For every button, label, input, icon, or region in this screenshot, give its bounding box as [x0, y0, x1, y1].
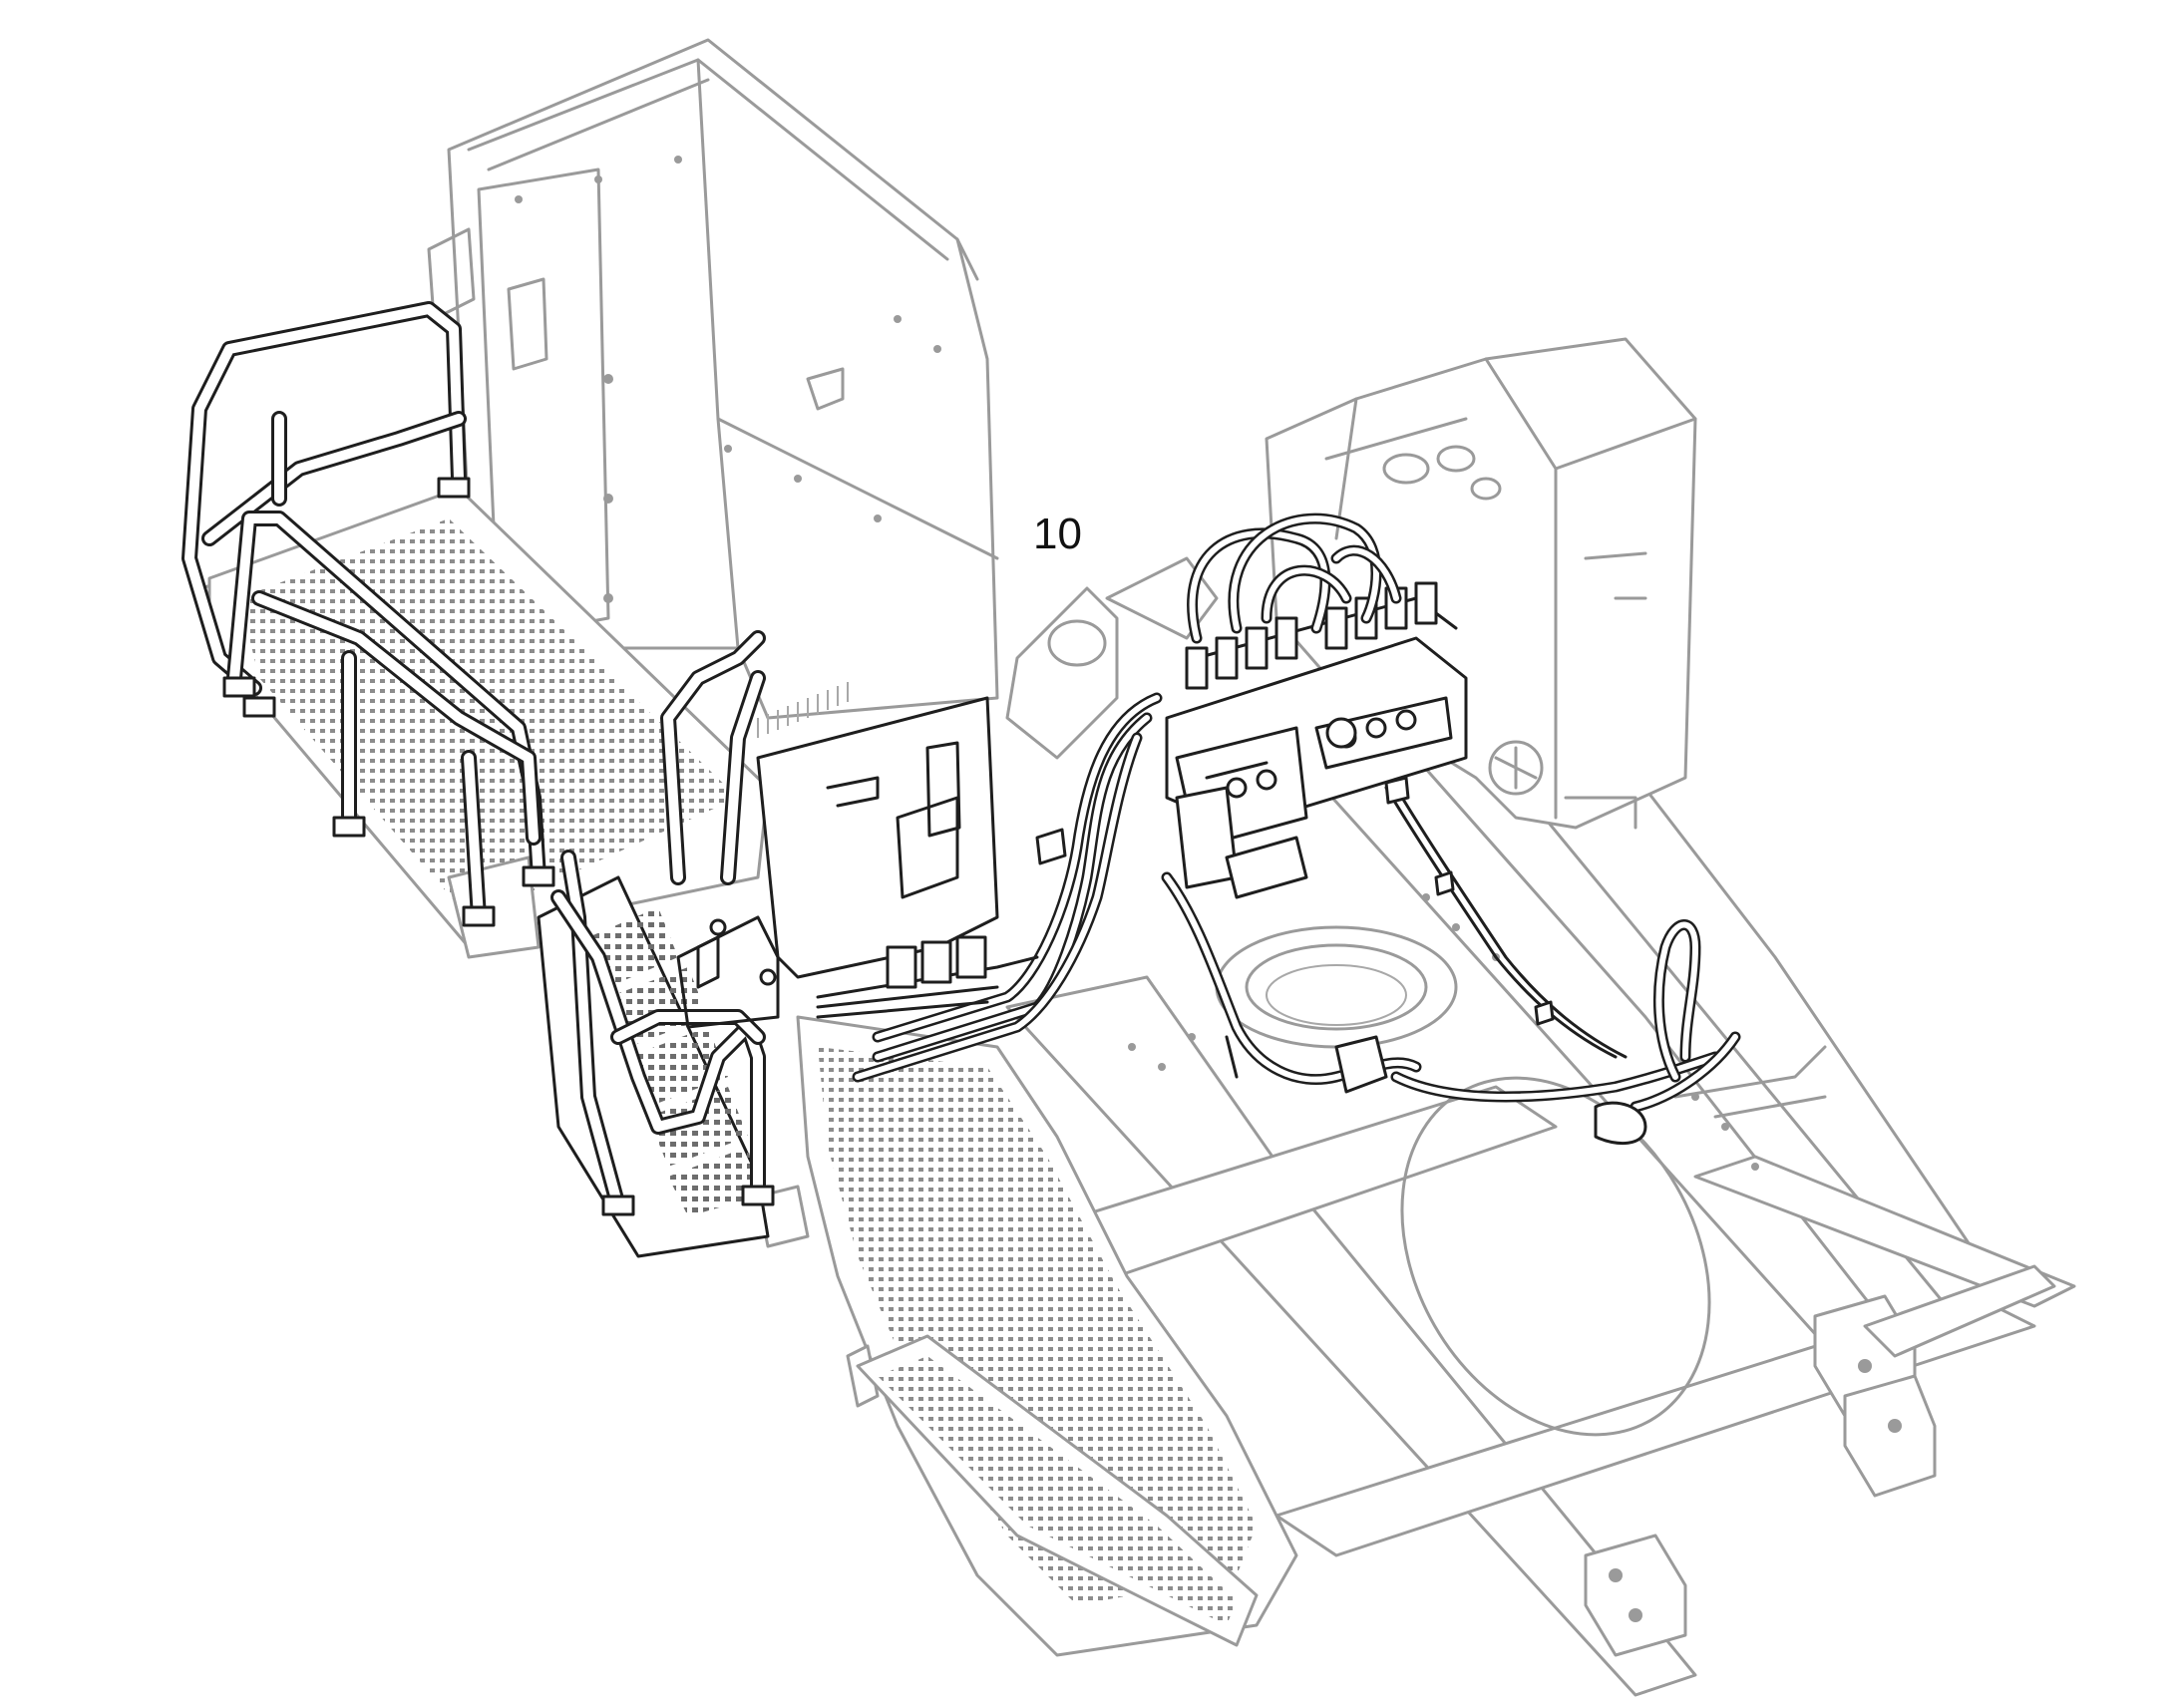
- step-handrail: [660, 630, 766, 885]
- platform-handrail: [182, 301, 555, 927]
- operator-cab: [427, 38, 999, 738]
- front-walkway: [756, 1015, 1298, 1657]
- electrical-cabinet: [676, 696, 999, 1029]
- callout-label: 10: [1033, 510, 1082, 558]
- main-frame: [1005, 696, 2076, 1697]
- cable-harness: [816, 692, 1741, 1146]
- hydraulic-hose-bundle: [1187, 512, 1402, 644]
- left-platform: [207, 487, 770, 959]
- access-ladder: [537, 850, 775, 1258]
